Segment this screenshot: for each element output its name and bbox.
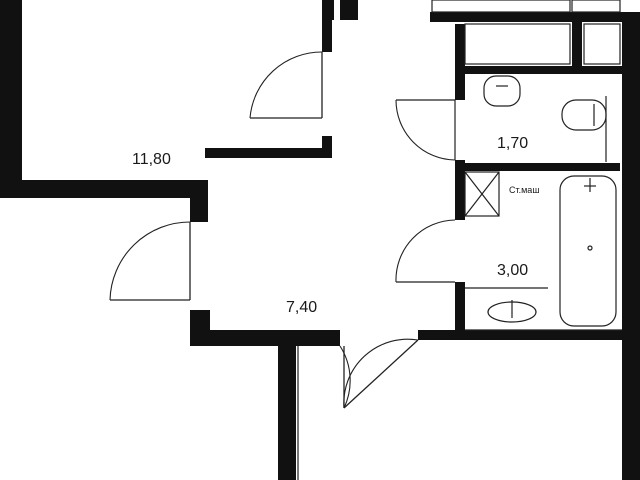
wall-shelf-bottom	[455, 66, 640, 74]
doors	[109, 51, 456, 409]
wall-pier-left	[190, 180, 208, 222]
room-area-living: 11,80	[132, 151, 171, 168]
wall-lower-left-1	[278, 340, 296, 480]
wall-wet-left-mid	[455, 160, 465, 220]
room-area-bath: 3,00	[497, 262, 529, 279]
bath-drain	[587, 245, 593, 251]
wall-top-right	[430, 12, 640, 22]
wall-bath-bottom	[418, 330, 640, 340]
wall-top-stub	[340, 0, 358, 20]
room-area-hall: 7,40	[286, 299, 318, 316]
bathtub	[559, 175, 617, 327]
wall-lower-right	[622, 330, 640, 480]
wall-left-exterior	[0, 0, 22, 198]
bath-fixtures	[464, 171, 617, 327]
wc-toilet	[561, 99, 607, 131]
wall-living-bottom	[0, 180, 208, 198]
wc-fixtures	[483, 75, 607, 162]
wall-wet-left-bot	[455, 282, 465, 330]
room-area-wc: 1,70	[497, 135, 529, 152]
washer-label: Ст.маш	[509, 185, 540, 195]
wall-living-right	[322, 0, 332, 52]
partitions	[297, 0, 622, 480]
wc-sink	[483, 75, 521, 107]
wall-wet-left-top	[455, 24, 465, 100]
wall-living-step	[205, 148, 329, 158]
wall-wc-bath	[455, 163, 620, 171]
wall-shelf-div1	[572, 22, 582, 72]
wall-hall-bottom	[190, 330, 340, 346]
wall-living-right-2	[322, 136, 332, 158]
